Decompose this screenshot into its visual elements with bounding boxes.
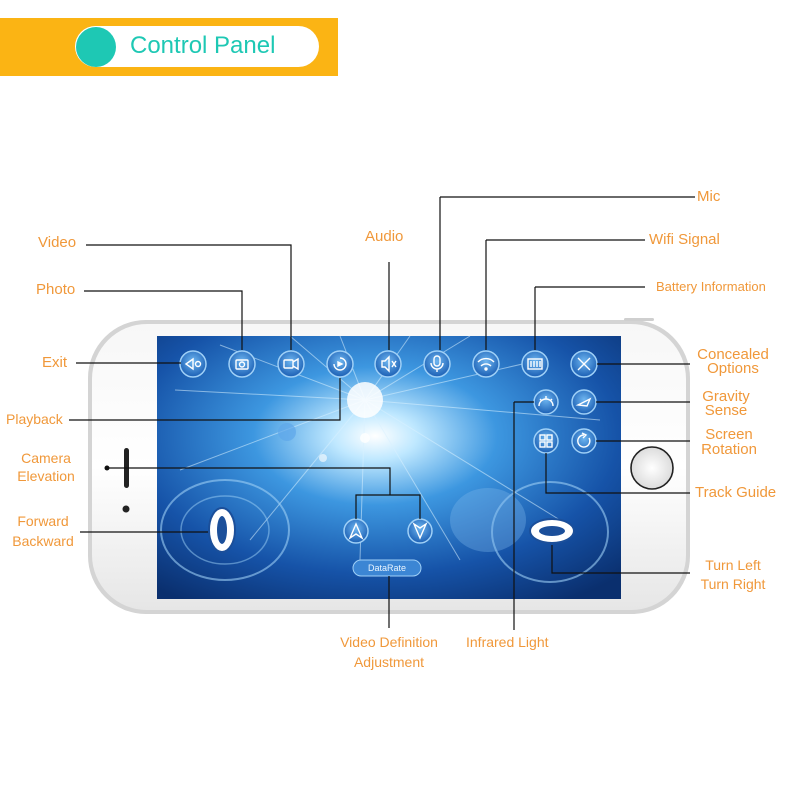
label-photo: Photo [36,281,76,298]
line-mic [439,196,695,350]
audio-mute-icon[interactable] [374,350,402,378]
home-button[interactable] [630,446,674,490]
line-wifi [485,239,645,350]
line-track [545,453,690,494]
label-wifi-signal: Wifi Signal [649,231,720,248]
label-camera-elevation-1: Camera [21,450,71,466]
label-exit: Exit [42,354,68,371]
line-battery [534,286,645,350]
faint-mic-icon [278,423,296,441]
label-turn-right: Turn Right [700,576,766,592]
label-screen-rotation-2: Rotation [701,441,757,458]
label-forward-backward-1: Forward [17,513,69,529]
track-guide-icon[interactable] [533,428,559,454]
label-track-guide: Track Guide [695,484,777,501]
video-icon[interactable] [277,350,305,378]
data-rate-button[interactable] [352,559,422,577]
label-forward-backward-2: Backward [12,533,74,549]
label-gravity-sense-2: Sense [704,402,748,419]
phone-side-button [624,318,654,321]
line-turn [551,545,690,574]
joystick-left-ring [160,479,290,581]
page-title: Control Panel [130,32,276,59]
label-concealed-options-2: Options [707,360,759,377]
light-dot [319,454,327,462]
label-video-definition-2: Adjustment [353,654,425,670]
label-audio: Audio [365,228,404,245]
label-video: Video [38,234,77,251]
infrared-icon[interactable] [533,389,559,415]
label-turn-left: Turn Left [705,557,761,573]
forward-backward-joystick-icon[interactable] [208,507,236,553]
label-camera-elevation-2: Elevation [17,468,75,484]
line-video [86,244,292,350]
line-infrared [513,401,534,630]
joystick-left-ring [180,495,270,565]
light-dot [360,433,370,443]
line-elevation [107,467,391,479]
glow-orb [450,488,526,552]
line-dot [104,465,110,471]
label-mic: Mic [697,188,721,205]
header-dot-icon [76,27,116,67]
icon-glyphs [184,355,592,540]
rotation-icon[interactable] [571,428,597,454]
label-concealed-options-1: Concealed [697,346,769,363]
light-core [347,382,383,418]
label-playback: Playback [6,411,63,427]
label-video-definition-1: Video Definition [340,634,438,650]
label-battery-information: Battery Information [656,279,766,294]
label-infrared-light: Infrared Light [466,634,549,650]
line-photo [84,290,243,350]
battery-icon[interactable] [521,350,549,378]
data-rate-label: DataRate [367,563,407,573]
turn-joystick-icon[interactable] [529,518,575,544]
phone-camera-dot [122,505,130,513]
callout-lines [69,196,695,630]
label-screen-rotation-1: Screen [705,426,753,443]
joystick-right-ring [491,481,609,583]
line-playback [69,378,341,421]
photo-icon[interactable] [228,350,256,378]
label-gravity-sense-1: Gravity [702,388,750,405]
line-arrows [355,479,421,519]
mic-icon[interactable] [423,350,451,378]
